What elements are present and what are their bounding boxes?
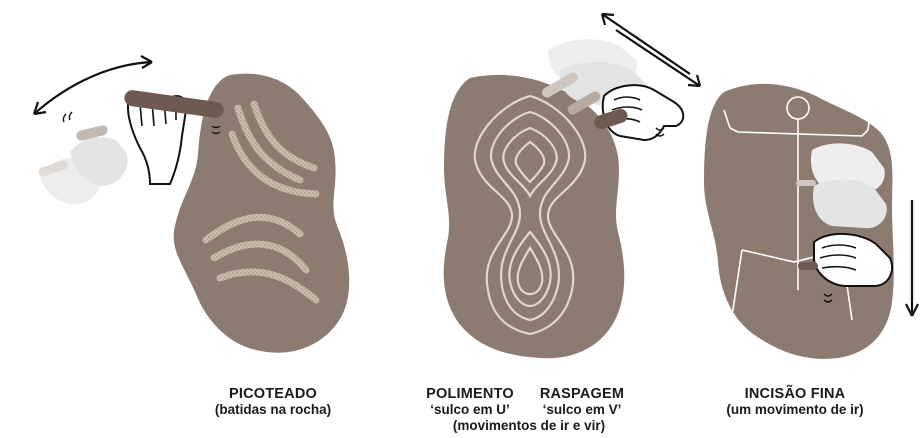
caption-incisao-title: INCISÃO FINA <box>710 386 880 402</box>
caption-incisao-subtitle: (um movimento de ir) <box>710 402 880 418</box>
caption-incisao: INCISÃO FINA (um movimento de ir) <box>710 386 880 418</box>
downward-arrow <box>906 200 918 316</box>
burin-tool <box>798 262 818 270</box>
caption-polimento-title: POLIMENTO <box>412 386 528 402</box>
panel-polimento-raspagem <box>444 14 700 358</box>
caption-shared-movement: (movimentos de ir e vir) <box>436 418 622 434</box>
caption-picoteado-title: PICOTEADO <box>198 386 348 402</box>
panel-incisao <box>704 84 918 359</box>
caption-picoteado-subtitle: (batidas na rocha) <box>198 402 348 418</box>
caption-shared-movement-text: (movimentos de ir e vir) <box>436 418 622 434</box>
caption-raspagem-subtitle: ‘sulco em V’ <box>532 402 632 418</box>
caption-raspagem: RASPAGEM ‘sulco em V’ <box>532 386 632 418</box>
hand-motion-ghosts <box>37 124 127 204</box>
panel-picoteado <box>34 56 349 353</box>
caption-polimento: POLIMENTO ‘sulco em U’ <box>412 386 528 418</box>
caption-raspagem-title: RASPAGEM <box>532 386 632 402</box>
caption-picoteado: PICOTEADO (batidas na rocha) <box>198 386 348 418</box>
caption-polimento-subtitle: ‘sulco em U’ <box>412 402 528 418</box>
